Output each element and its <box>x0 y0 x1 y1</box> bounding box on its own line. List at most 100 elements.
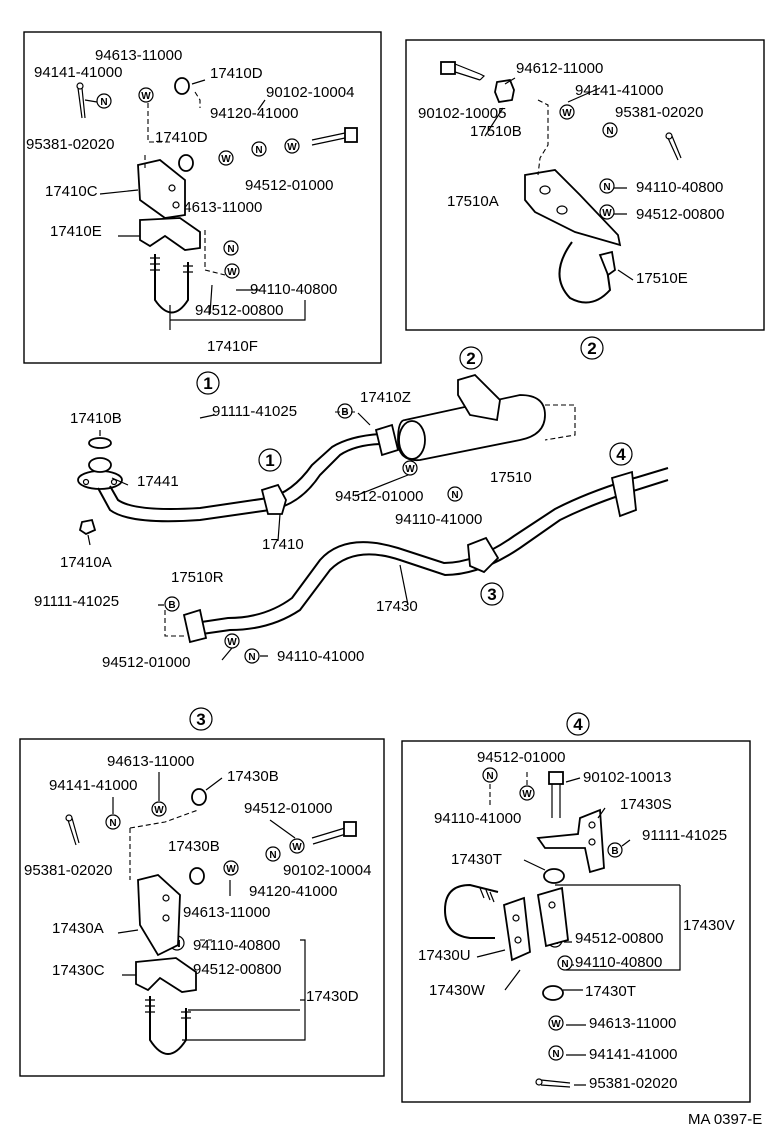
detail-box-2: 94612-11000 94141-41000 90102-10005 9538… <box>405 39 765 331</box>
label-17430U: 17430U <box>418 947 471 964</box>
washer-symbol: W <box>138 87 154 103</box>
label-17510E: 17510E <box>636 270 688 287</box>
label-17410D: 17410D <box>210 65 263 82</box>
nut-symbol: N <box>599 178 615 194</box>
u-bolt-icon <box>145 996 191 1055</box>
svg-text:N: N <box>561 959 568 970</box>
label-17410B: 17410B <box>70 410 122 427</box>
label-94120-41000-b3: 94120-41000 <box>249 883 337 900</box>
callout-2: 2 <box>580 336 604 360</box>
callout-3: 3 <box>480 582 504 606</box>
callout-2b: 2 <box>459 346 483 370</box>
label-91111-41025: 91111-41025 <box>212 403 297 420</box>
clamp-17410Z-icon <box>374 423 400 457</box>
label-94141-41000: 94141-41000 <box>34 64 122 81</box>
svg-text:W: W <box>292 842 302 853</box>
label-17430A: 17430A <box>52 920 104 937</box>
nut-symbol: N <box>244 648 260 664</box>
svg-text:W: W <box>551 1019 561 1030</box>
washer-symbol: W <box>559 104 575 120</box>
label-94613-11000-b3b: 94613-11000 <box>183 904 270 921</box>
svg-text:N: N <box>109 818 116 829</box>
clamp-17430U-icon <box>503 896 531 962</box>
label-17410E: 17410E <box>50 223 102 240</box>
label-91111-41025-c: 91111-41025 <box>34 593 119 610</box>
svg-text:1: 1 <box>265 451 274 470</box>
label-17410F: 17410F <box>207 338 258 355</box>
hanger-1-icon <box>260 483 287 515</box>
bracket-17430S-icon <box>536 808 605 874</box>
label-94512-01000-b4: 94512-01000 <box>477 749 565 766</box>
label-90102-10004-b3: 90102-10004 <box>283 862 371 879</box>
label-95381-02020-b4: 95381-02020 <box>589 1075 677 1092</box>
exhaust-assembly: 1 2 2 1 4 3 17410Z 91111-41025 17410B 17… <box>34 336 669 671</box>
svg-text:N: N <box>227 244 234 255</box>
nut-symbol: N <box>548 1045 564 1061</box>
svg-text:W: W <box>562 108 572 119</box>
cushion-icon <box>189 867 205 885</box>
label-17510A: 17510A <box>447 193 499 210</box>
label-94110-40800-b3: 94110-40800 <box>193 937 280 954</box>
label-94141-41000-b4: 94141-41000 <box>589 1046 677 1063</box>
label-94613-11000-2: 94613-11000 <box>175 199 262 216</box>
nut-symbol: N <box>482 767 498 783</box>
label-94612-11000: 94612-11000 <box>516 60 603 77</box>
callout-1: 1 <box>196 371 220 395</box>
nut-symbol: N <box>265 846 281 862</box>
label-17410A: 17410A <box>60 554 112 571</box>
svg-text:B: B <box>611 846 618 857</box>
cotter-pin-icon <box>76 82 86 119</box>
label-94613-11000-b3: 94613-11000 <box>107 753 194 770</box>
label-95381-02020: 95381-02020 <box>26 136 114 153</box>
label-94110-41000-c: 94110-41000 <box>395 511 482 528</box>
svg-text:N: N <box>552 1049 559 1060</box>
label-17430B: 17430B <box>227 768 279 785</box>
label-91111-41025-b4: 91111-41025 <box>642 827 727 844</box>
cotter-pin-icon <box>665 132 682 161</box>
callout-4-box: 4 <box>566 712 590 736</box>
bolt-icon <box>548 771 564 818</box>
svg-text:W: W <box>141 91 151 102</box>
label-17510B: 17510B <box>470 123 522 140</box>
nut-symbol: N <box>602 122 618 138</box>
label-17510R: 17510R <box>171 569 224 586</box>
svg-text:N: N <box>255 145 262 156</box>
label-17441: 17441 <box>137 473 179 490</box>
svg-text:3: 3 <box>196 710 205 729</box>
label-94110-41000-b4: 94110-41000 <box>434 810 521 827</box>
clamp-17510R-icon <box>182 608 208 644</box>
nut-symbol: N <box>96 93 112 109</box>
label-94512-01000-d: 94512-01000 <box>102 654 190 671</box>
clamp-17430C-icon <box>135 957 197 993</box>
bolt-symbol: B <box>337 403 353 419</box>
cushion-icon <box>174 77 190 95</box>
label-17510: 17510 <box>490 469 532 486</box>
svg-text:4: 4 <box>573 715 583 734</box>
washer-symbol: W <box>224 633 240 649</box>
bolt-icon <box>440 61 486 81</box>
label-94141-41000: 94141-41000 <box>575 82 663 99</box>
detail-box-1: 94613-11000 94141-41000 17410D 90102-100… <box>23 31 382 364</box>
bracket-17430A-icon <box>137 874 181 957</box>
svg-text:N: N <box>248 652 255 663</box>
detail-box-4: 4 94512-01000 90102-10013 17430S 94110-4… <box>401 712 751 1103</box>
bracket-17410C-icon <box>137 159 186 219</box>
hanger-3-icon <box>467 536 500 574</box>
svg-text:W: W <box>405 464 415 475</box>
washer-symbol: W <box>218 150 234 166</box>
cushion-icon <box>191 788 207 806</box>
bracket-17430V-icon <box>536 886 569 948</box>
bracket-17510A-icon <box>524 169 622 247</box>
label-17430T-2: 17430T <box>585 983 636 1000</box>
label-94512-00800-b4: 94512-00800 <box>575 930 663 947</box>
svg-text:W: W <box>221 154 231 165</box>
label-17410C: 17410C <box>45 183 98 200</box>
cushion-17430T-icon <box>543 868 565 884</box>
label-94512-01000: 94512-01000 <box>245 177 333 194</box>
cushion-icon <box>178 154 194 172</box>
callout-1b: 1 <box>258 448 282 472</box>
footer-code: MA 0397-E <box>688 1111 762 1128</box>
nut-symbol: N <box>447 486 463 502</box>
svg-text:N: N <box>486 771 493 782</box>
nut-17410A-icon <box>78 518 97 536</box>
